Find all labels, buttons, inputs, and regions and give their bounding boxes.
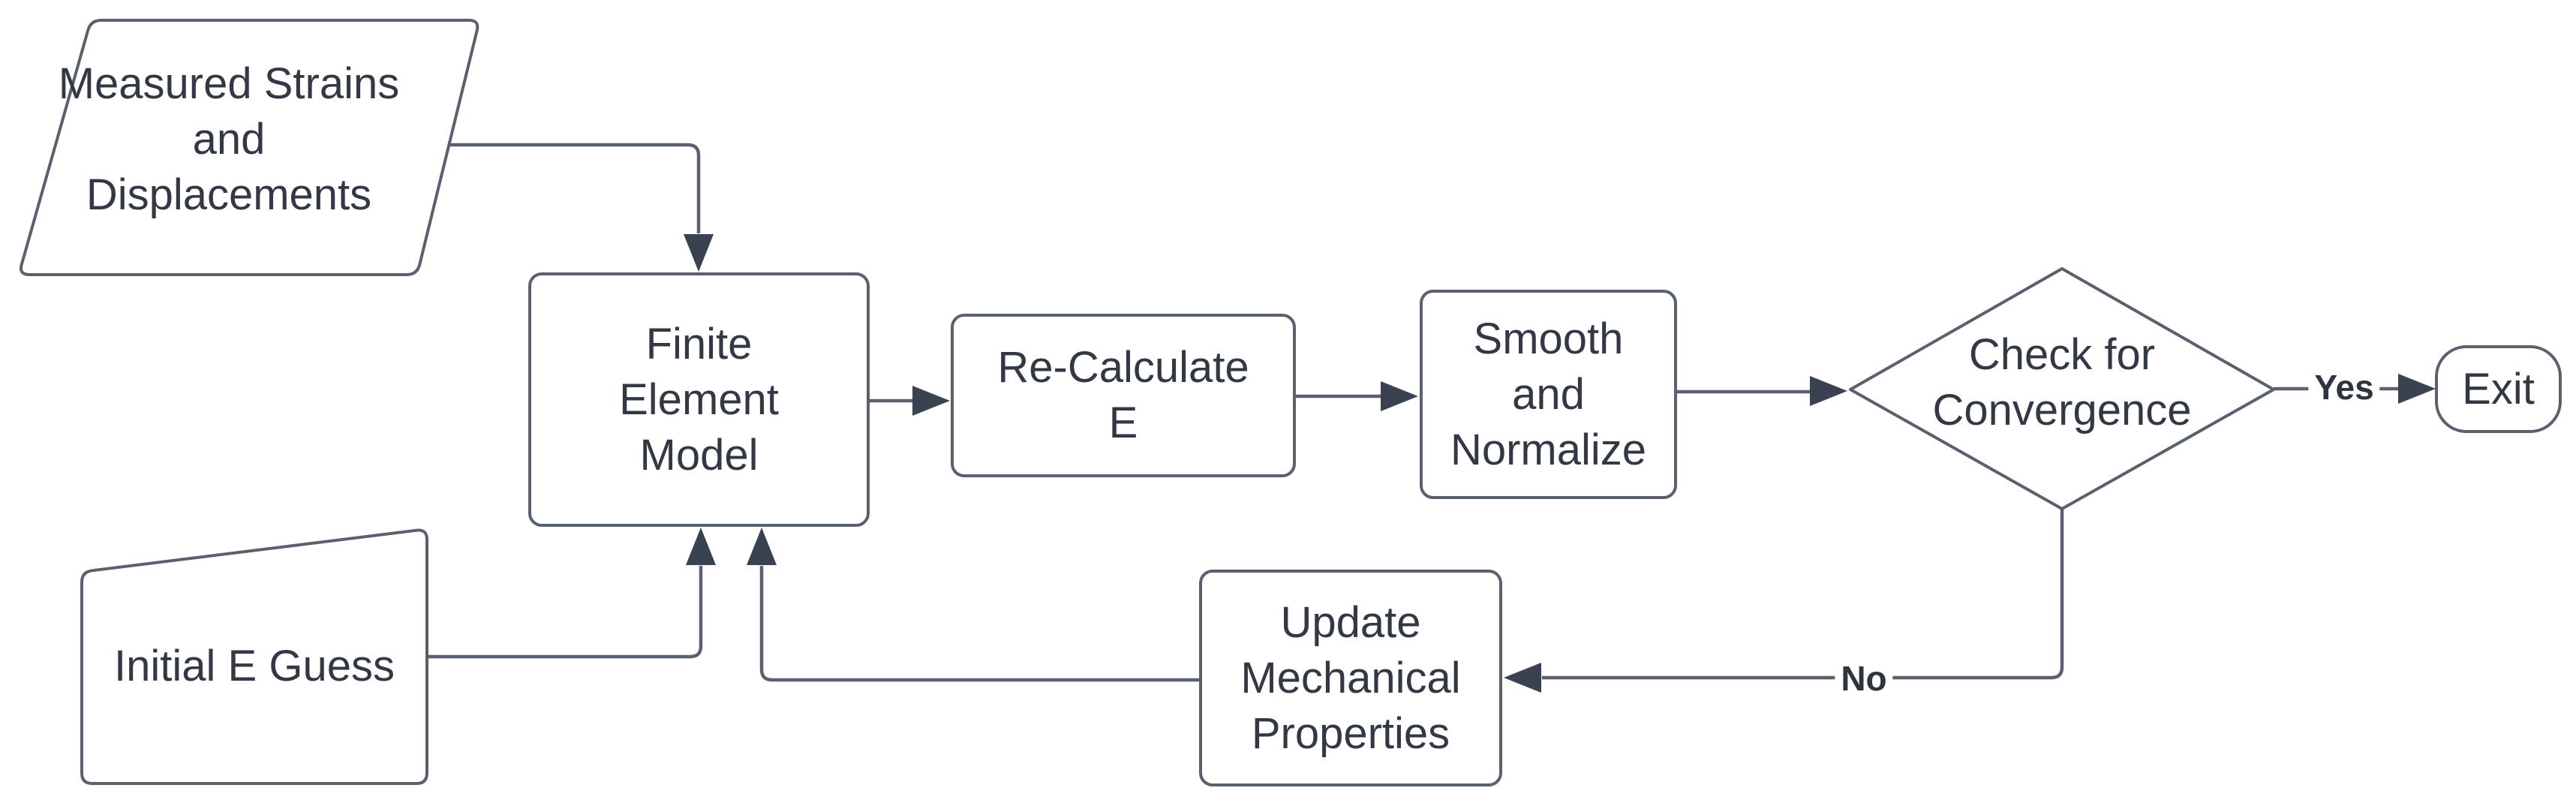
node-smooth-and-normalize-shape	[1420, 290, 1677, 499]
edge-label-yes: Yes	[2308, 368, 2380, 406]
arrowhead-fem-to-recalc	[912, 386, 950, 416]
edge-initial-to-fem	[427, 566, 703, 659]
edge-layer	[427, 143, 2436, 693]
node-update-mechanical-properties-shape	[1199, 570, 1502, 786]
node-exit-shape	[2435, 345, 2562, 433]
arrowhead-measured-to-fem	[684, 234, 714, 272]
arrowhead-recalc-to-smooth	[1381, 381, 1418, 411]
edge-label-no: No	[1835, 660, 1893, 697]
node-check-for-convergence-shape	[1849, 267, 2275, 510]
node-recalculate-e-shape	[951, 314, 1296, 477]
node-measured-strains-shape	[20, 19, 479, 276]
arrowhead-initial-to-fem	[686, 528, 716, 565]
arrowhead-check-to-exit	[2398, 374, 2436, 404]
arrowhead-update-to-fem	[747, 528, 777, 565]
node-layer	[20, 19, 2562, 786]
arrowhead-check-to-update	[1504, 663, 1541, 693]
edge-update-to-fem	[759, 566, 1201, 682]
edge-check-to-update	[1542, 509, 2064, 680]
node-initial-e-guess-shape	[80, 528, 428, 785]
arrowhead-smooth-to-check	[1810, 376, 1847, 406]
node-finite-element-model-shape	[528, 272, 870, 527]
edge-measured-to-fem	[449, 143, 701, 233]
